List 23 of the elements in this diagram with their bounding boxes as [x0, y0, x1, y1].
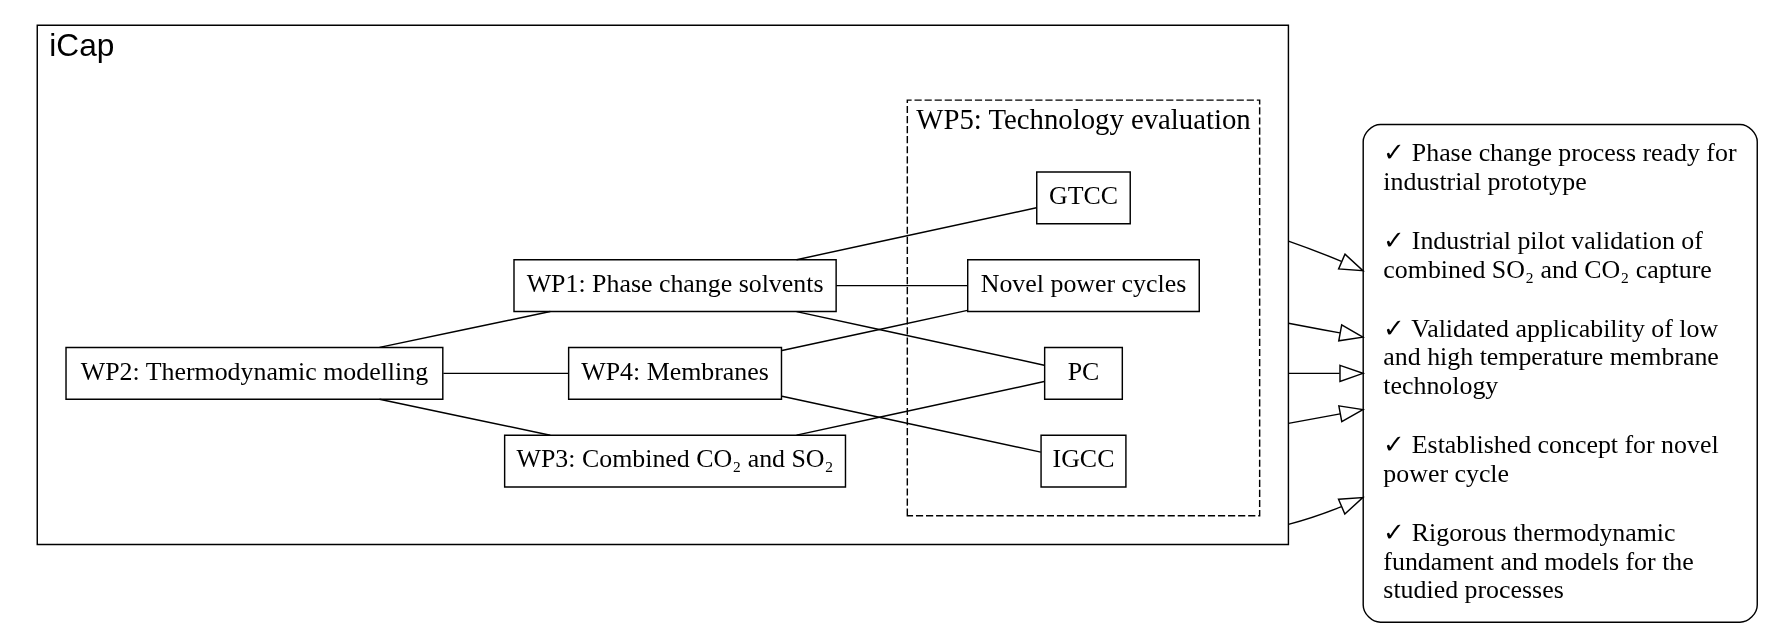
arrow	[1287, 322, 1365, 342]
node-box: WP3: Combined CO₂ and SO₂	[503, 434, 847, 488]
node-box: IGCC	[1040, 434, 1127, 488]
connector	[795, 380, 1045, 436]
arrow	[1287, 405, 1366, 425]
connector	[795, 207, 1038, 261]
connector	[442, 372, 570, 375]
node-box: WP1: Phase change solvents	[513, 259, 837, 313]
connector	[795, 310, 1045, 366]
connector	[378, 310, 551, 349]
node-box: WP4: Membranes	[567, 346, 783, 400]
arrow	[1287, 364, 1366, 383]
connector	[781, 309, 969, 352]
node-box: WP2: Thermodynamic modelling	[65, 346, 444, 400]
connector	[378, 398, 551, 436]
arrow	[1287, 496, 1365, 526]
node-box: ✓ Phase change process ready for industrial prototype ✓ Industrial pilot validation of combined SO₂ and CO₂ capture ✓ Validated applicability of low and high temperature membrane technology ✓ Established concept for novel power cycle ✓ Rigorous thermodynamic fundament and models for the studied processes	[1362, 123, 1758, 623]
arrow	[1287, 240, 1365, 272]
connector	[781, 395, 1042, 453]
node-box: GTCC	[1036, 171, 1131, 225]
node-box: PC	[1043, 346, 1124, 400]
connector	[835, 284, 969, 287]
node-box: Novel power cycles	[967, 259, 1200, 313]
